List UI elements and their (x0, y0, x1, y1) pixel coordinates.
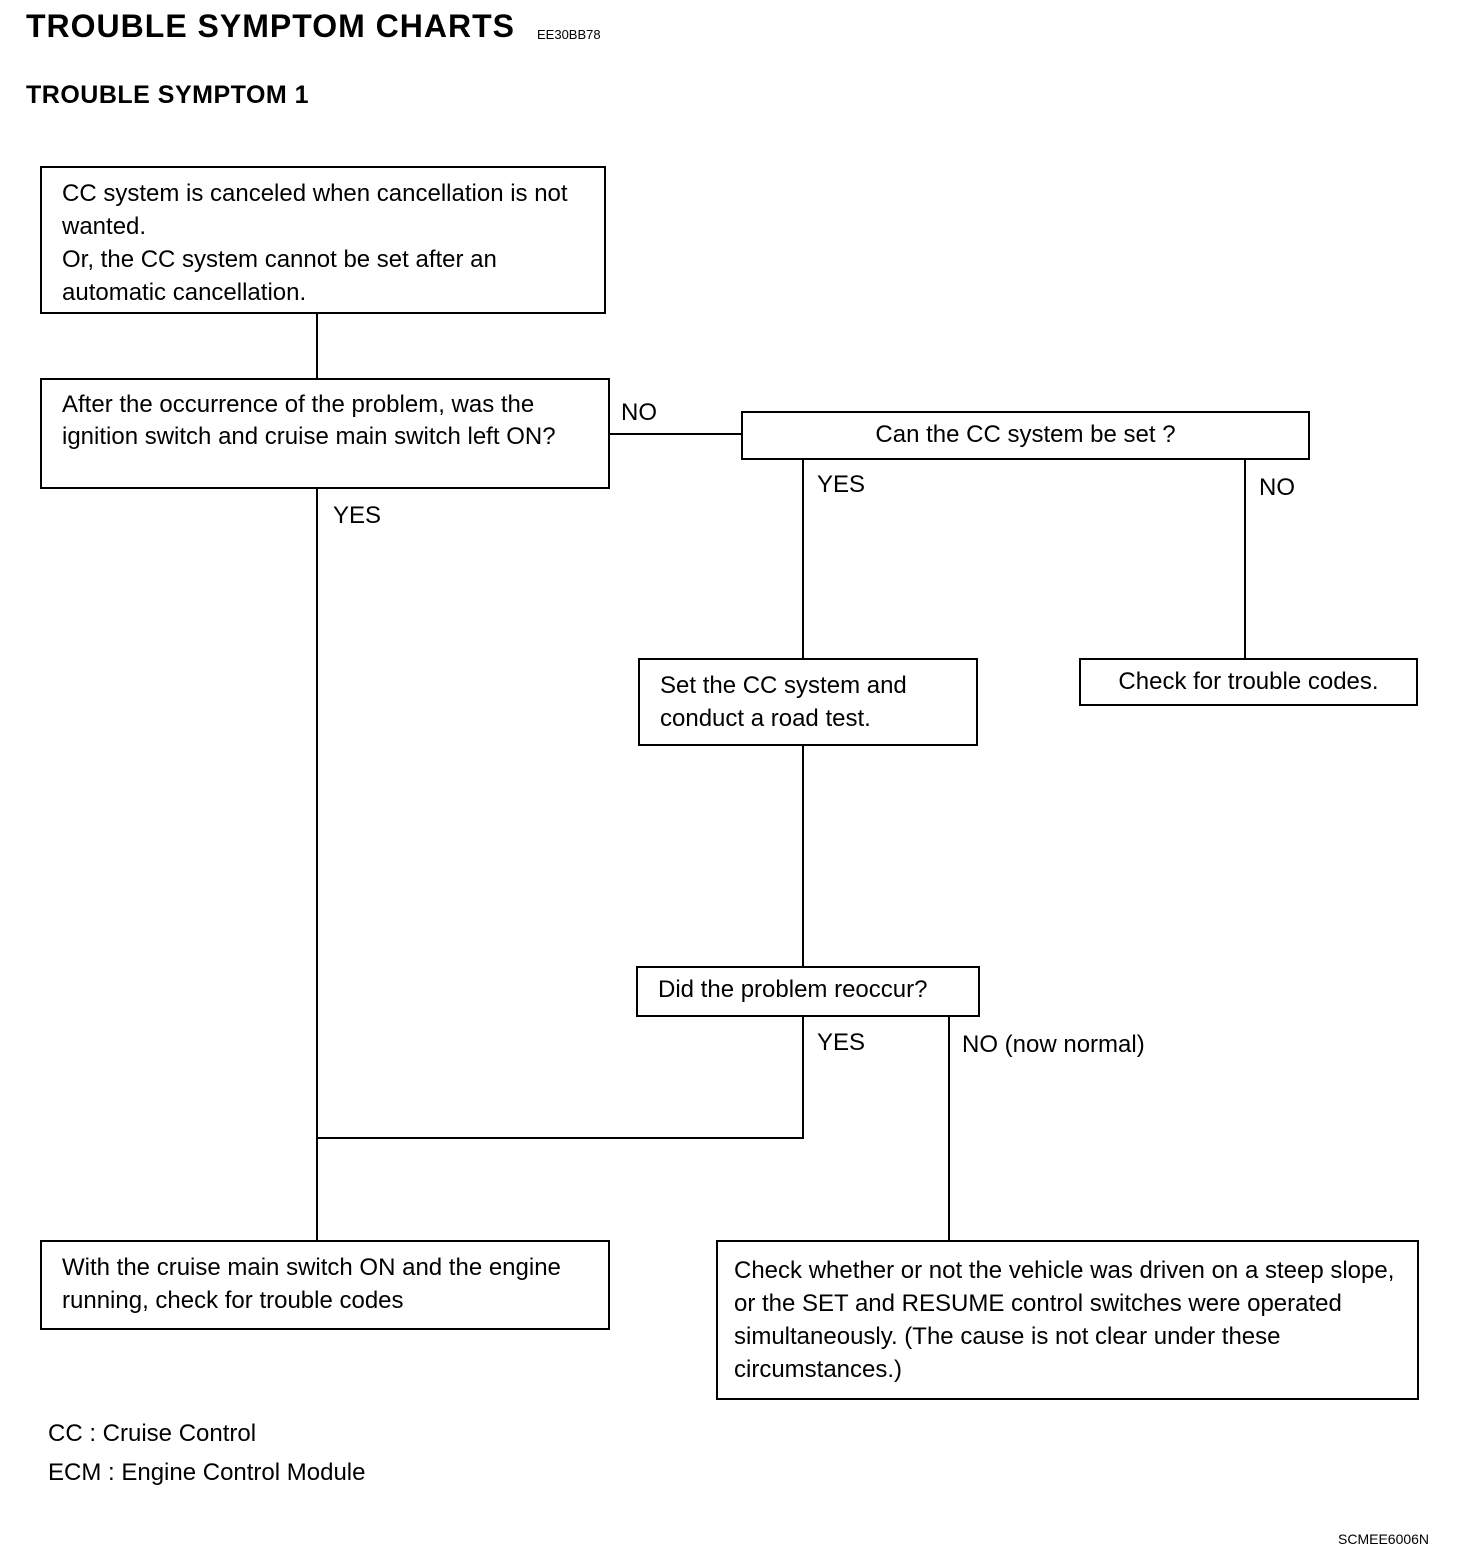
question-reoccur-box: Did the problem reoccur? (636, 966, 980, 1017)
connector-q1-yes (316, 488, 318, 1241)
connector-q1-no (610, 433, 742, 435)
label-set-yes: YES (817, 471, 866, 498)
question-can-set-box: Can the CC system be set ? (741, 411, 1310, 460)
start-condition-box: CC system is canceled when cancellation … (40, 166, 606, 314)
label-set-no: NO (1259, 474, 1295, 501)
figure-id: SCMEE6006N (1338, 1531, 1430, 1547)
page-title: TROUBLE SYMPTOM CHARTS (26, 8, 515, 44)
connector-set-yes (802, 459, 804, 660)
connector-reoccur-yes-horizontal (316, 1137, 804, 1139)
connector-set-no (1244, 459, 1246, 659)
connector-start-to-q1 (316, 313, 318, 380)
label-reoccur-yes: YES (817, 1029, 866, 1056)
page-code: EE30BB78 (537, 27, 601, 42)
connector-test-to-reoccur (802, 745, 804, 968)
section-title: TROUBLE SYMPTOM 1 (26, 81, 310, 109)
label-switch-no: NO (621, 399, 657, 426)
connector-reoccur-yes-vertical (802, 1016, 804, 1139)
check-steep-slope-box: Check whether or not the vehicle was dri… (716, 1240, 1419, 1400)
check-codes-engine-running-box: With the cruise main switch ON and the e… (40, 1240, 610, 1330)
label-switch-yes: YES (333, 502, 382, 529)
label-reoccur-no: NO (now normal) (962, 1031, 1145, 1058)
question-switch-left-on-box: After the occurrence of the problem, was… (40, 378, 610, 489)
connector-reoccur-no (948, 1016, 950, 1241)
set-and-road-test-box: Set the CC system and conduct a road tes… (638, 658, 978, 746)
check-trouble-codes-box: Check for trouble codes. (1079, 658, 1418, 706)
legend-cc: CC : Cruise Control (48, 1420, 257, 1447)
legend-ecm: ECM : Engine Control Module (48, 1459, 366, 1486)
